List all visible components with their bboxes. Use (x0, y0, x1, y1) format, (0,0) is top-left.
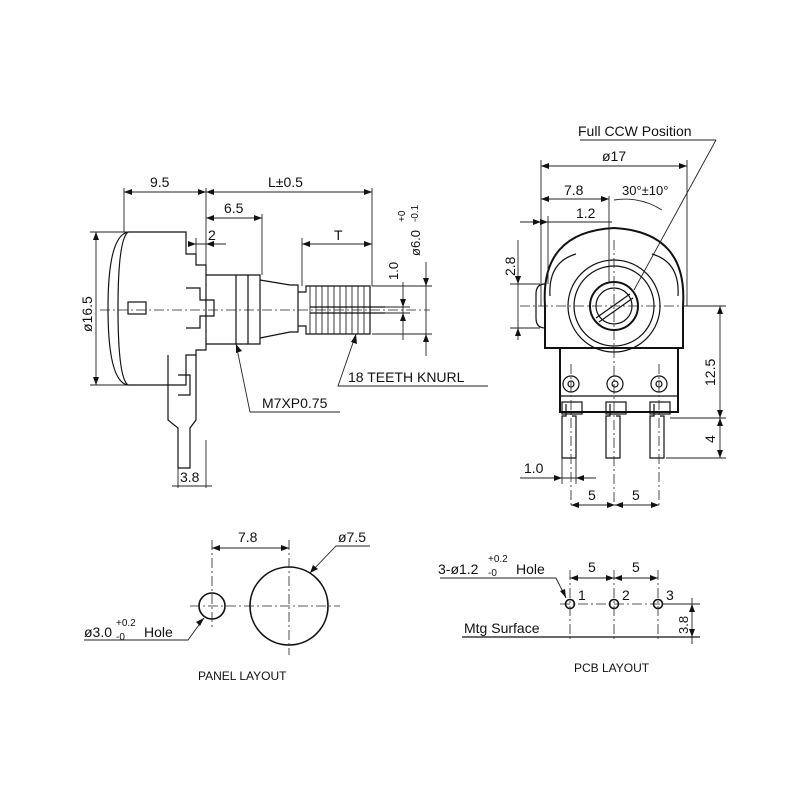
side-dim-L: L±0.5 (268, 174, 303, 190)
side-dim-T: T (334, 227, 343, 243)
pcb-hole-tol-minus: -0 (488, 568, 497, 579)
panel-hole-tol-plus: +0.2 (116, 618, 136, 629)
side-dim-9-5: 9.5 (150, 174, 170, 190)
side-thread-label: M7XP0.75 (262, 395, 328, 411)
front-dim-17: ø17 (602, 148, 626, 164)
front-dim-4: 4 (702, 435, 718, 443)
pcb-pin-2: 2 (622, 587, 630, 603)
front-angle: 30°±10° (622, 183, 668, 198)
pcb-mtg-surface: Mtg Surface (464, 620, 540, 636)
side-dim-2: 2 (208, 227, 216, 243)
panel-hole-label: ø3.0 (84, 624, 112, 640)
panel-dim-7-5: ø7.5 (338, 529, 366, 545)
side-dim-3-8: 3.8 (180, 469, 200, 485)
front-dim-1-2: 1.2 (576, 205, 596, 221)
pcb-hole-tol-plus: +0.2 (488, 554, 508, 565)
pcb-pin-3: 3 (666, 587, 674, 603)
side-shaft-tol-minus: -0.1 (410, 204, 421, 222)
pcb-layout-caption: PCB LAYOUT (574, 661, 650, 675)
side-view: 9.5 L±0.5 6.5 2 T 1.0 (79, 174, 488, 488)
side-dim-6-5: 6.5 (224, 200, 244, 216)
front-dim-1-0: 1.0 (524, 460, 544, 476)
side-knurl-label: 18 TEETH KNURL (348, 369, 465, 385)
pcb-hole-label: 3-ø1.2 (438, 561, 479, 577)
pcb-layout: 5 5 1 2 3 3-ø1.2 +0.2 -0 Hole Mtg Surfac… (438, 554, 700, 675)
panel-hole-suffix: Hole (144, 624, 173, 640)
front-ccw-label: Full CCW Position (578, 123, 692, 139)
front-dim-2-8: 2.8 (502, 256, 518, 276)
panel-dim-7-8: 7.8 (238, 529, 258, 545)
side-dim-shaft-dia: ø6.0 (408, 230, 423, 256)
pcb-dim-3-8: 3.8 (676, 616, 691, 634)
side-shaft-tol-plus: +0 (397, 210, 408, 222)
front-dim-12-5: 12.5 (702, 359, 718, 386)
front-dim-7-8: 7.8 (564, 182, 584, 198)
pcb-hole-suffix: Hole (516, 561, 545, 577)
front-dim-5b: 5 (632, 487, 640, 503)
panel-layout-caption: PANEL LAYOUT (198, 669, 287, 683)
pcb-dim-5b: 5 (632, 559, 640, 575)
panel-layout: 7.8 ø7.5 ø3.0 +0.2 -0 Hole PANEL LAYOUT (84, 529, 370, 683)
pcb-pin-1: 1 (578, 587, 586, 603)
front-view: Full CCW Position ø17 7.8 30°±10° 1.2 2.… (502, 123, 726, 508)
panel-hole-tol-minus: -0 (116, 632, 125, 643)
side-dim-body-dia: ø16.5 (79, 296, 95, 332)
front-dim-5a: 5 (588, 487, 596, 503)
side-dim-1-0: 1.0 (386, 262, 401, 280)
pcb-dim-5a: 5 (588, 559, 596, 575)
